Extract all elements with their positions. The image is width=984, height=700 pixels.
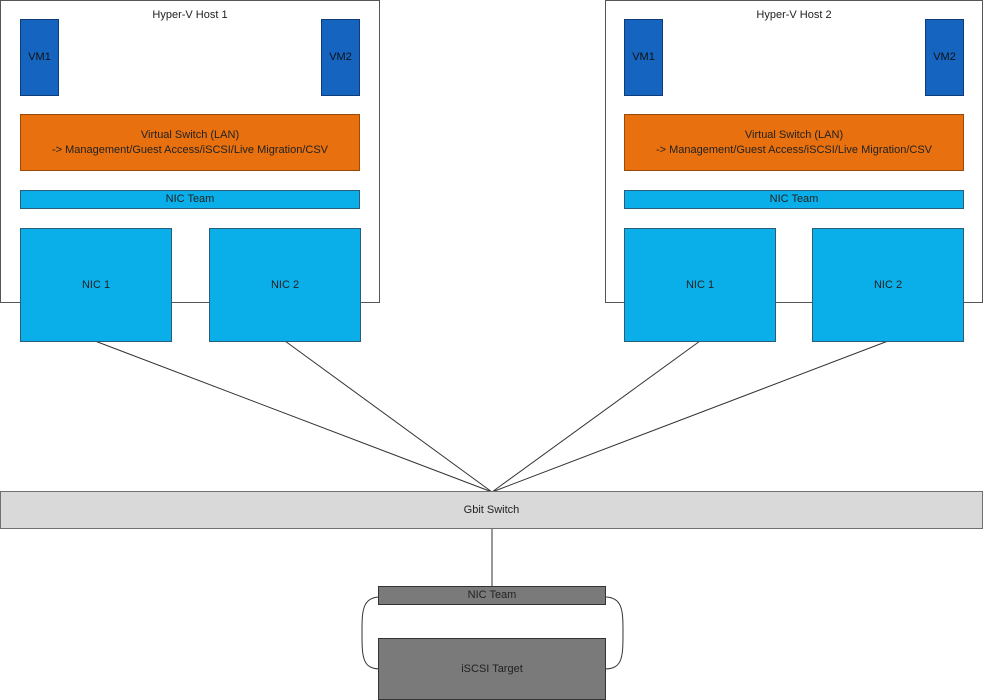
host-2-vm1: VM1 bbox=[624, 19, 663, 96]
host-2-nic-team: NIC Team bbox=[624, 190, 964, 209]
host-1-vm2: VM2 bbox=[321, 19, 360, 96]
storage-right-loop bbox=[604, 596, 624, 670]
iscsi-target: iSCSI Target bbox=[378, 638, 606, 700]
host-1-nic-1: NIC 1 bbox=[20, 228, 172, 342]
host-1-virtual-switch: Virtual Switch (LAN) -> Management/Guest… bbox=[20, 114, 360, 171]
h2-nic2-uplink bbox=[491, 340, 889, 493]
storage-left-loop bbox=[361, 596, 381, 670]
host-2-virtual-switch: Virtual Switch (LAN) -> Management/Guest… bbox=[624, 114, 964, 171]
gbit-switch: Gbit Switch bbox=[0, 491, 983, 529]
h1-nic1-uplink bbox=[94, 340, 493, 493]
h1-nic2-uplink bbox=[284, 340, 493, 493]
host-2-nic-2: NIC 2 bbox=[812, 228, 964, 342]
host-2-vm2: VM2 bbox=[925, 19, 964, 96]
h2-nic1-uplink bbox=[491, 340, 701, 493]
host-1-title: Hyper-V Host 1 bbox=[152, 9, 228, 21]
host-1-nic-2: NIC 2 bbox=[209, 228, 361, 342]
host-1-vm1: VM1 bbox=[20, 19, 59, 96]
storage-nic-team: NIC Team bbox=[378, 586, 606, 605]
host-2-nic-1: NIC 1 bbox=[624, 228, 776, 342]
host-2-title: Hyper-V Host 2 bbox=[756, 9, 832, 21]
host-1-nic-team: NIC Team bbox=[20, 190, 360, 209]
